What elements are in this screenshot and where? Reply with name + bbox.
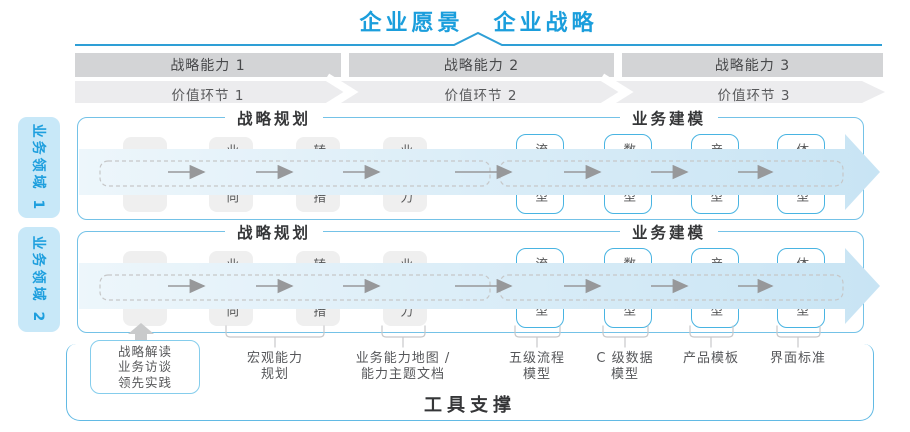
box-label: 转型举措 [311,143,327,206]
box-product-model-row1: 产品模型 [691,134,739,214]
box-data-model-row1: 数据模型 [604,134,652,214]
planning-header-row2: 战略规划 [224,221,324,243]
swimlane-panel-2: 战略规划 业务建模 价值链 业务方向 转型举措 业务能力 流程模型 数据模型 产… [77,221,864,333]
modeling-header-row1: 业务建模 [619,107,719,129]
box-product-model-row2: 产品模型 [691,248,739,328]
domain-tab-2-label: 业务领域 2 [30,235,46,324]
tool-support-container: 工具支撑 [66,344,874,421]
box-label: 数据模型 [621,143,637,205]
tool-support-label: 工具支撑 [424,395,516,416]
value-link-1-label: 价值环节 1 [171,88,245,104]
deliverable-line: 业务能力地图 / [355,351,451,366]
deliverable-data-model: C 级数据 模型 [560,351,690,383]
box-label: 业务方向 [224,257,240,320]
box-process-model-row1: 流程模型 [516,134,564,214]
domain-tab-2: 业务领域 2 [18,227,60,332]
capability-bar-3-label: 战略能力 3 [714,58,791,74]
capability-bar-2: 战略能力 2 [349,53,614,77]
domain-tab-1: 业务领域 1 [18,117,60,218]
practice-line-3: 领先实践 [117,374,172,390]
box-label: 流程模型 [533,143,549,205]
capability-bar-2-label: 战略能力 2 [443,58,520,74]
box-label: 转型举措 [311,257,327,320]
box-label: 流程模型 [533,257,549,319]
swimlane-panel-1: 战略规划 业务建模 价值链 业务方向 转型举措 业务能力 流程模型 数据模型 产… [77,107,864,220]
box-value-chain-row2: 价值链 [123,251,167,326]
box-business-direction-row1: 业务方向 [209,137,253,212]
box-business-direction-row2: 业务方向 [209,251,253,326]
deliverable-line: 宏观能力 [246,351,303,366]
capability-bar-3: 战略能力 3 [622,53,883,77]
value-link-3-label: 价值环节 3 [717,88,791,104]
box-transformation-initiatives-row1: 转型举措 [296,137,340,212]
practice-box: 战略解读 业务访谈 领先实践 [90,340,200,394]
box-label: 体验模型 [794,257,810,319]
deliverable-line: 产品模板 [682,351,739,366]
box-data-model-row2: 数据模型 [604,248,652,328]
box-transformation-initiatives-row2: 转型举措 [296,251,340,326]
capability-bar-1-label: 战略能力 1 [170,58,246,74]
strategy-title: 企业战略 [493,11,598,36]
box-value-chain-row1: 价值链 [123,137,167,212]
box-label: 业务能力 [398,257,414,320]
vision-title: 企业愿景 [359,11,464,36]
practice-line-2: 业务访谈 [117,359,172,375]
box-label: 业务能力 [398,143,414,206]
deliverable-process-model: 五级流程 模型 [472,351,602,383]
box-label: 价值链 [138,265,154,312]
box-label: 数据模型 [621,257,637,319]
modeling-header-row2: 业务建模 [619,221,719,243]
domain-tab-1-label: 业务领域 1 [30,123,46,212]
deliverable-line: 界面标准 [769,351,826,366]
box-experience-model-row2: 体验模型 [777,248,825,328]
deliverable-line: 模型 [522,367,551,382]
deliverable-line: 五级流程 [508,351,565,366]
box-business-capability-row1: 业务能力 [383,137,427,212]
top-title: 企业愿景 企业战略 [75,5,882,37]
deliverable-line: 模型 [610,367,639,382]
deliverable-product-template: 产品模板 [646,351,776,367]
box-label: 业务方向 [224,143,240,206]
deliverable-macro-capability: 宏观能力 规划 [210,351,340,383]
practice-line-1: 战略解读 [117,343,172,359]
box-business-capability-row2: 业务能力 [383,251,427,326]
deliverable-line: C 级数据 [596,351,654,366]
box-experience-model-row1: 体验模型 [777,134,825,214]
box-label: 价值链 [138,151,154,198]
deliverable-line: 规划 [260,367,289,382]
box-label: 产品模型 [708,257,724,319]
deliverable-ui-standard: 界面标准 [733,351,863,367]
deliverable-line: 能力主题文档 [360,367,445,382]
box-label: 产品模型 [708,143,724,205]
planning-header-row1: 战略规划 [224,107,324,129]
box-process-model-row2: 流程模型 [516,248,564,328]
box-label: 体验模型 [794,143,810,205]
deliverable-capability-map: 业务能力地图 / 能力主题文档 [338,351,468,383]
value-link-2-label: 价值环节 2 [444,88,518,104]
capability-bar-1: 战略能力 1 [75,53,341,77]
